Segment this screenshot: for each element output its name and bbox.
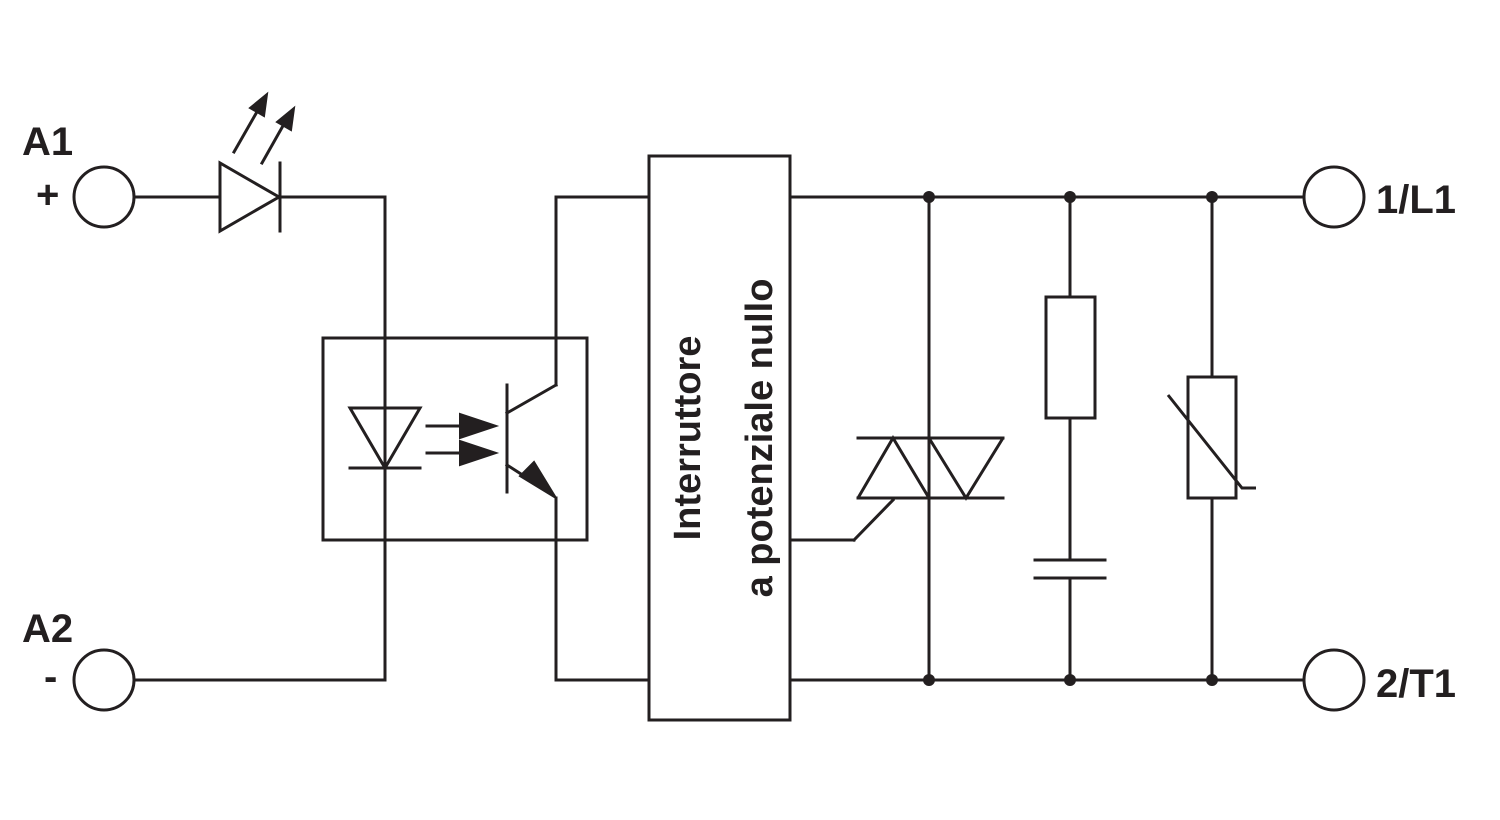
terminal-a2-circle <box>72 648 136 712</box>
terminal-l1-circle <box>1302 165 1366 229</box>
junction-dots <box>923 191 1218 686</box>
terminal-a2-polarity: - <box>44 655 57 699</box>
transistor-wiring <box>554 195 651 682</box>
resistor-icon <box>1044 295 1097 420</box>
output-rails <box>788 195 1306 682</box>
varistor-icon <box>1166 195 1256 682</box>
terminal-l1-label: 1/L1 <box>1376 178 1456 222</box>
terminal-a2-label: A2 <box>22 607 73 651</box>
terminal-t1-label: 2/T1 <box>1376 662 1456 706</box>
capacitor-icon <box>1033 558 1107 580</box>
zero-cross-label-line2: a potenziale nullo <box>739 279 781 598</box>
optocoupler-led-icon <box>347 406 423 471</box>
terminal-a1-label: A1 <box>22 120 73 164</box>
terminal-t1-circle <box>1302 648 1366 712</box>
optocoupler <box>321 336 589 542</box>
phototransistor-icon <box>504 382 559 499</box>
rc-snubber <box>1033 195 1107 682</box>
triac-icon <box>788 195 1005 682</box>
zero-cross-label-line1: Interruttore <box>667 336 709 541</box>
zero-cross-switch-box: Interruttore a potenziale nullo <box>647 154 792 722</box>
light-arrows-icon <box>425 412 500 467</box>
input-wiring <box>132 195 387 682</box>
terminal-a1-polarity: + <box>36 173 59 217</box>
terminal-a1-circle <box>72 165 136 229</box>
indicator-led-icon <box>218 91 296 234</box>
